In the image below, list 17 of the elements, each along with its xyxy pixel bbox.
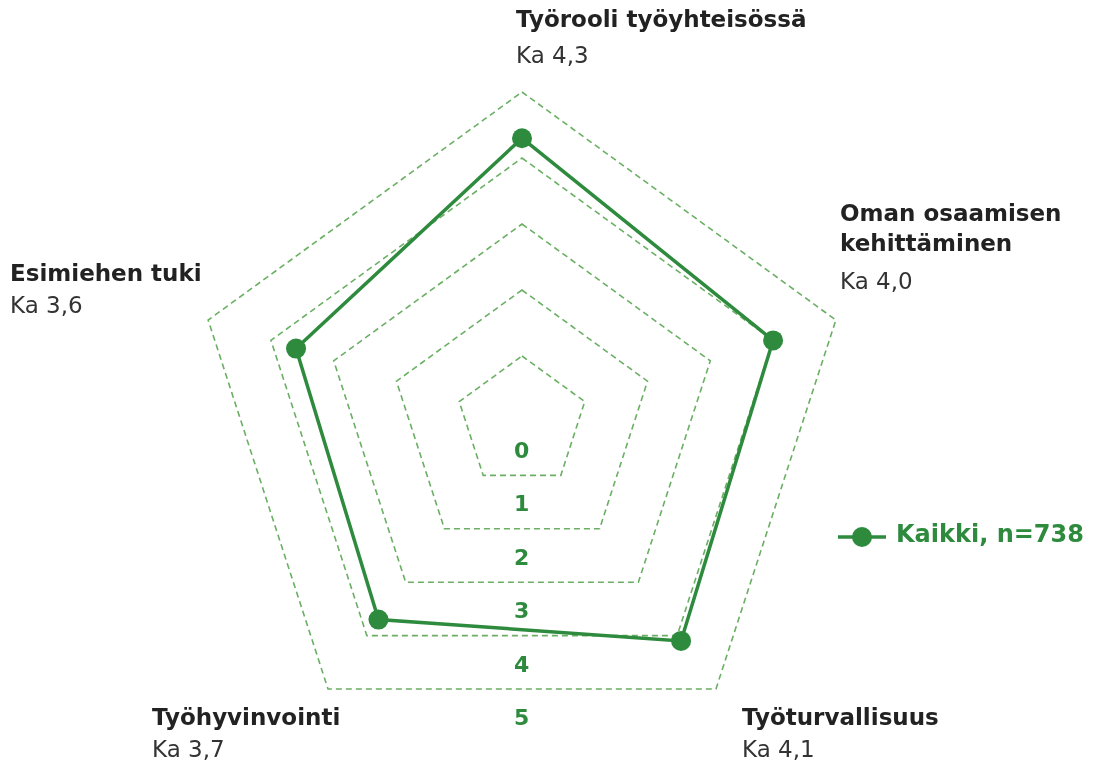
mean-label: Ka 4,0 [840,267,913,296]
scale-label: 1 [514,491,530,518]
axis-label: Työturvallisuus [742,703,939,732]
mean-label: Ka 3,6 [10,291,83,320]
scale-label: 0 [514,438,530,464]
axis-label: Esimiehen tuki [10,259,202,288]
mean-label: Ka 4,3 [516,41,589,70]
mean-label: Ka 3,7 [152,735,225,764]
axis-label: Työhyvinvointi [152,703,341,732]
scale-label: 5 [514,705,530,731]
mean-label: Ka 4,1 [742,735,815,764]
scale-label: 2 [514,544,530,571]
axis-label: Oman osaamisen kehittäminen [840,199,1063,258]
axis-label: Työrooli työyhteisössä [516,5,807,34]
scale-label: 3 [514,598,530,625]
legend-label: Kaikki, n=738 [896,520,1084,548]
scale-label: 4 [514,651,530,678]
